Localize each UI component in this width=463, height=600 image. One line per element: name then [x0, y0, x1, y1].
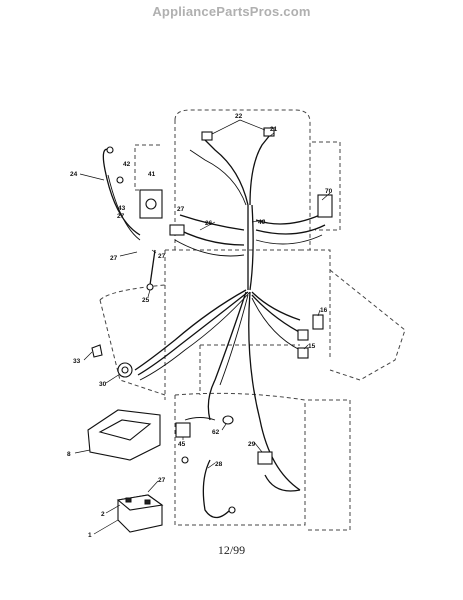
- switch-knob: [145, 198, 157, 210]
- callout-27-e: 27: [158, 477, 166, 484]
- callout-16: 16: [320, 307, 328, 314]
- ring-terminal-45: [181, 456, 189, 464]
- callout-27-c: 27: [110, 255, 118, 262]
- callout-27-a: 27: [117, 213, 125, 220]
- part-62: [222, 415, 234, 425]
- callout-41: 41: [148, 171, 156, 178]
- callout-2: 2: [101, 511, 105, 518]
- callout-33: 33: [73, 358, 81, 365]
- connector-70: [317, 194, 333, 218]
- wiring-harness: [102, 134, 326, 519]
- connector-30-core: [121, 366, 129, 374]
- callout-1: 1: [88, 532, 92, 539]
- callout-26: 26: [205, 220, 213, 227]
- module-45: [175, 422, 191, 438]
- callout-70: 70: [325, 188, 333, 195]
- battery-box-tray: [98, 419, 152, 441]
- watermark: AppliancePartsPros.com: [152, 4, 311, 19]
- battery-terminal-neg: [125, 497, 132, 503]
- switch-15a: [297, 329, 309, 341]
- ring-terminal-42: [116, 176, 124, 184]
- ring-terminal-25: [146, 283, 154, 291]
- callout-24: 24: [70, 171, 78, 178]
- callout-45: 45: [178, 441, 186, 448]
- switch-15b: [297, 347, 309, 359]
- clip-33: [91, 344, 103, 358]
- callout-30: 30: [99, 381, 107, 388]
- callout-29: 29: [248, 441, 256, 448]
- callout-40: 40: [258, 219, 266, 226]
- connector-29: [257, 451, 273, 465]
- chassis-outline: [99, 109, 406, 531]
- connector-21: [263, 127, 275, 137]
- callout-42: 42: [123, 161, 131, 168]
- callout-43: 43: [118, 205, 126, 212]
- callout-8-box: 8: [67, 451, 71, 458]
- battery-terminal-pos: [144, 499, 151, 505]
- callout-62: 62: [212, 429, 220, 436]
- callout-15: 15: [308, 343, 316, 350]
- switch-16: [312, 314, 324, 330]
- ring-terminal-28: [228, 506, 236, 514]
- callout-22: 22: [235, 113, 243, 120]
- revision-date: 12/99: [217, 543, 246, 557]
- components: [87, 127, 333, 533]
- callout-25: 25: [142, 297, 150, 304]
- leader-lines: [74, 119, 331, 535]
- callouts: 22 21 24 42 41 43 27 27 26 40 70 27 27 2…: [67, 113, 333, 539]
- callout-21: 21: [270, 126, 278, 133]
- callout-28: 28: [215, 461, 223, 468]
- callout-27-d: 27: [158, 253, 166, 260]
- connector-22: [201, 131, 213, 141]
- callout-27-b: 27: [177, 206, 185, 213]
- ring-terminal-24: [106, 146, 114, 154]
- connector-26: [169, 224, 185, 236]
